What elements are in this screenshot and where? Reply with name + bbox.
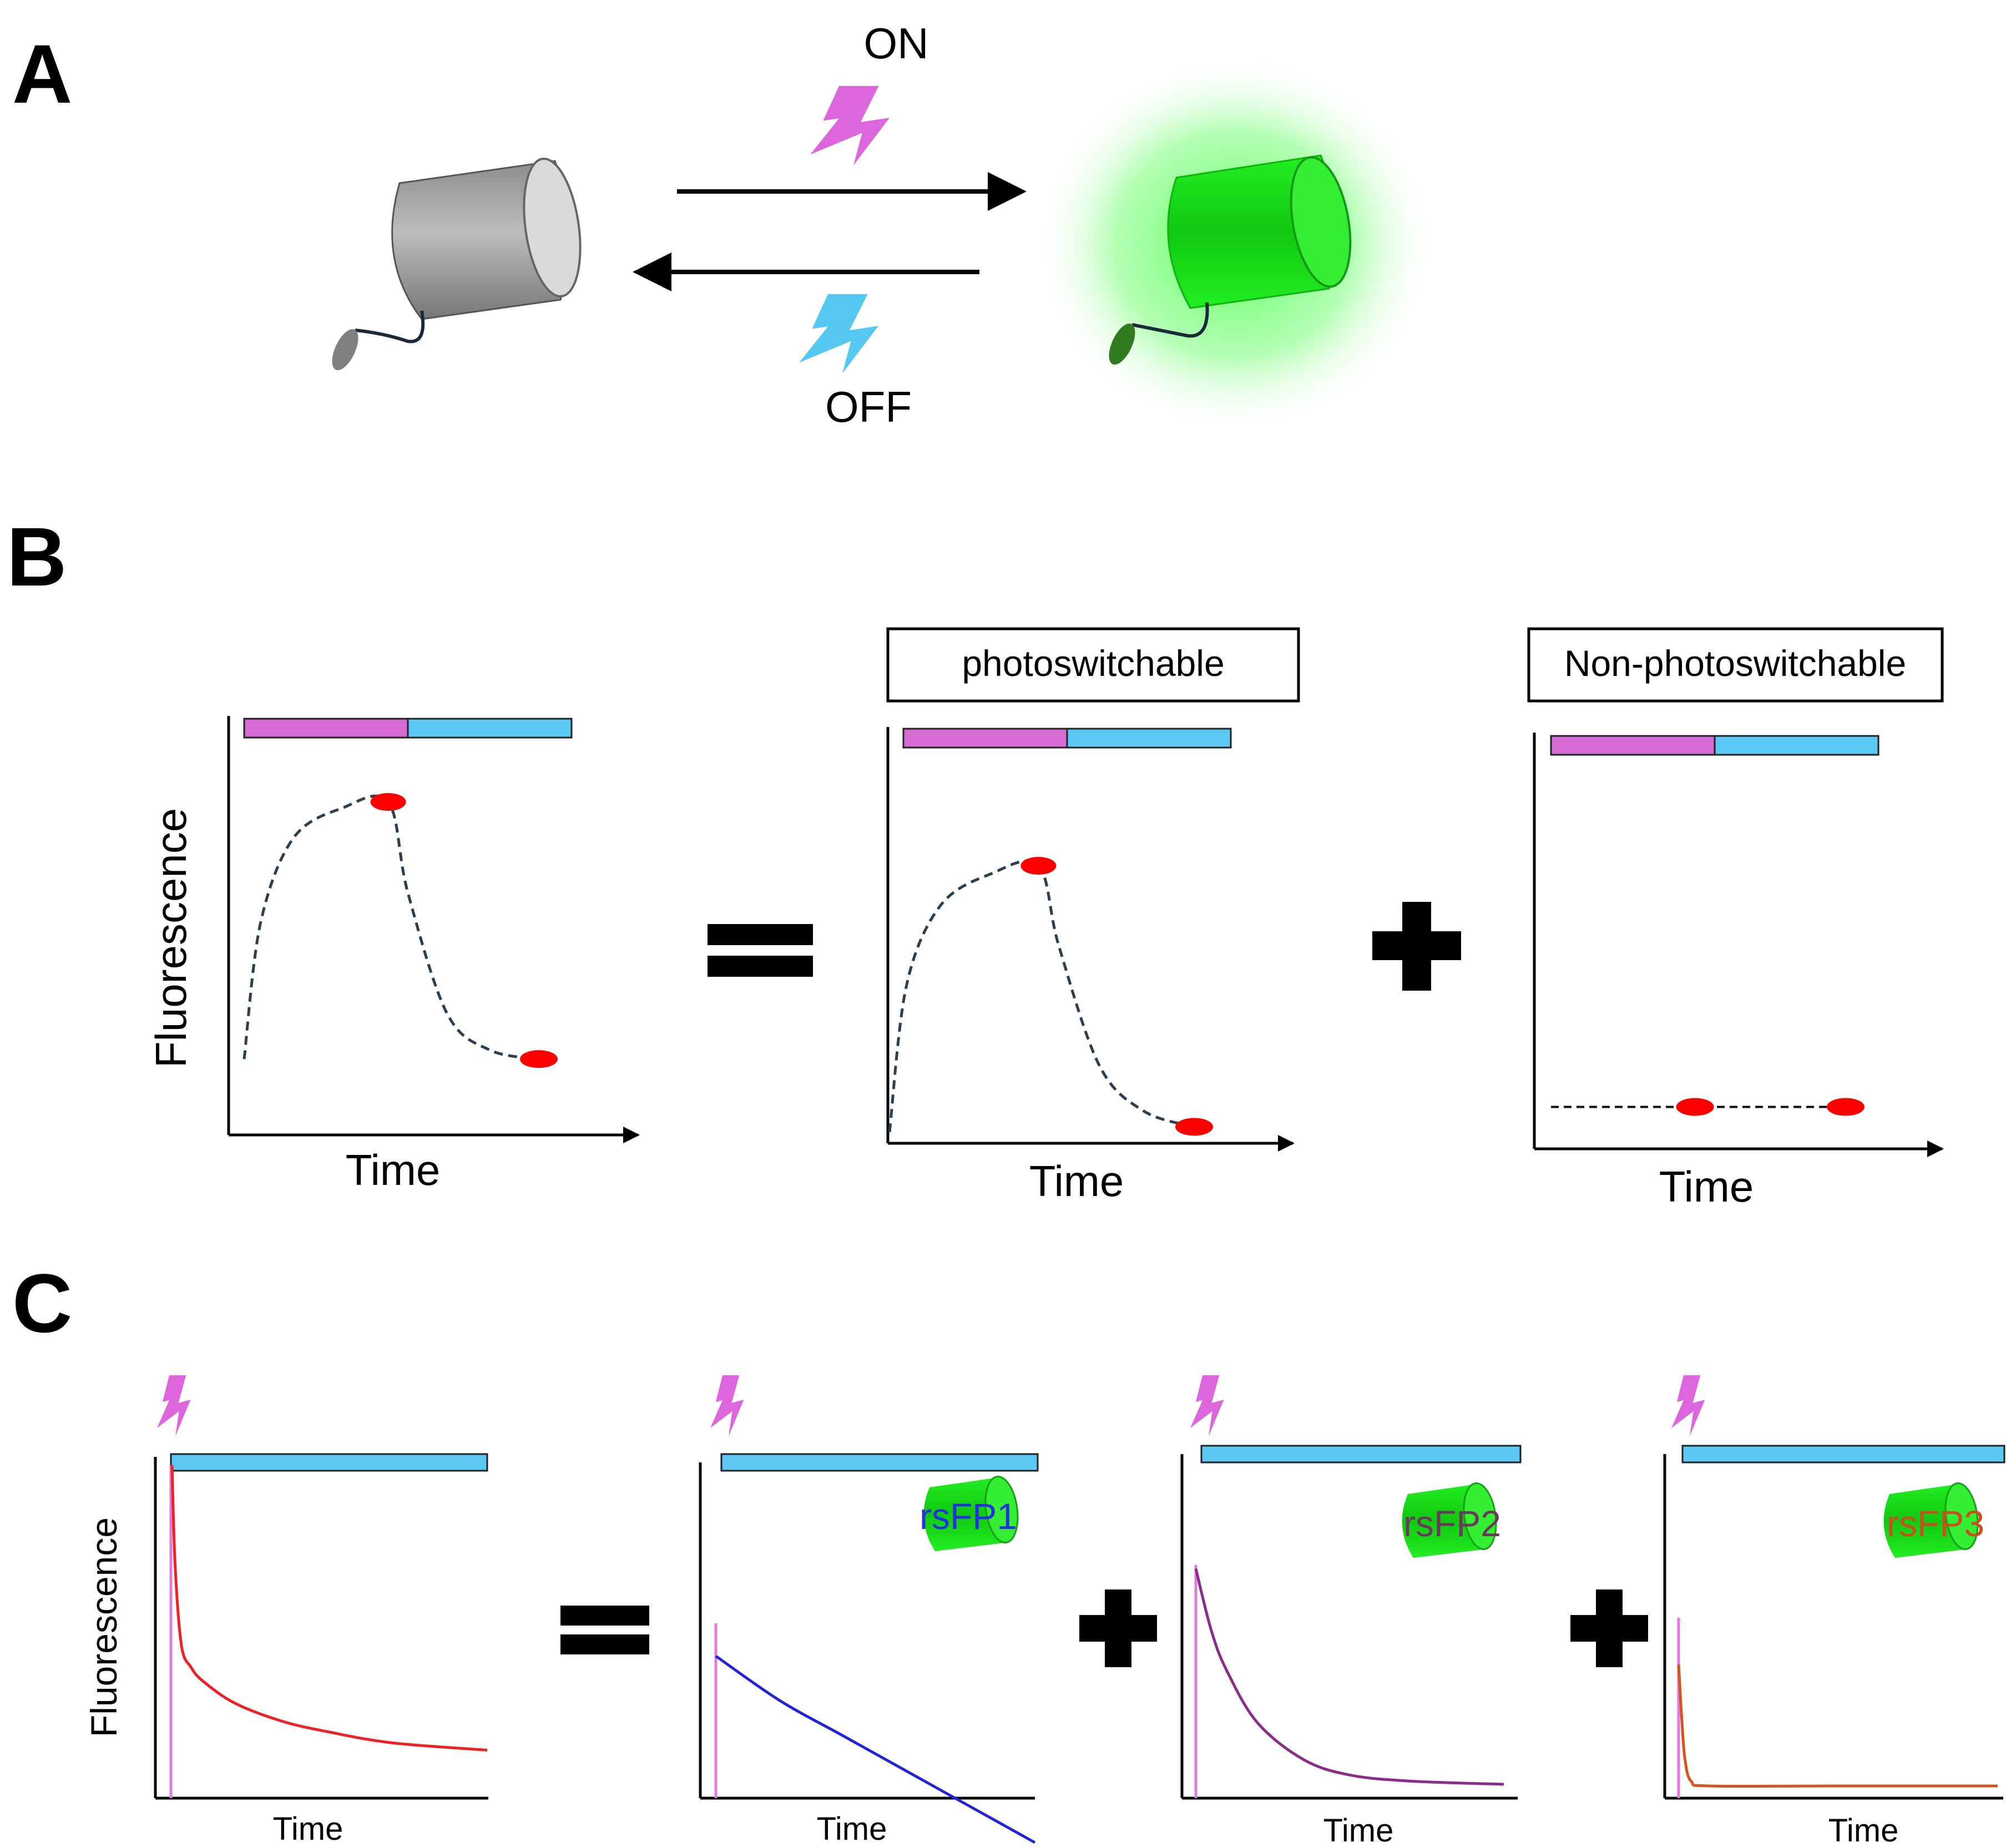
c1-xlabel: Time xyxy=(273,1811,343,1847)
c-rsfp3-plot: rsFP3 Time xyxy=(1663,1375,2005,1847)
c-plus-sign-1 xyxy=(1079,1589,1157,1667)
b1-on-bar xyxy=(243,718,409,739)
b2-xlabel: Time xyxy=(1029,1157,1124,1205)
rsfp2-label: rsFP2 xyxy=(1403,1503,1501,1544)
violet-light-icon xyxy=(810,86,890,165)
c3-light-bar xyxy=(1200,1445,1522,1464)
b-photoswitchable-plot: photoswitchable Time xyxy=(886,627,1300,1205)
b1-ylabel: Fluorescence xyxy=(146,808,195,1068)
b-plus-sign xyxy=(1372,902,1461,991)
off-label: OFF xyxy=(825,382,912,431)
on-state-protein xyxy=(1035,55,1434,433)
b3-xlabel: Time xyxy=(1659,1162,1754,1211)
rsfp3-label: rsFP3 xyxy=(1887,1503,1984,1544)
blue-light-icon xyxy=(799,294,878,374)
c4-light-bar xyxy=(1681,1445,2005,1464)
c-rsfp2-plot: rsFP2 Time xyxy=(1180,1375,1522,1847)
b2-peak-marker xyxy=(1020,857,1057,875)
c4-flash-icon xyxy=(1671,1375,1705,1436)
rsfp1-label: rsFP1 xyxy=(919,1496,1017,1537)
b2-off-bar xyxy=(1066,728,1232,749)
c3-xlabel: Time xyxy=(1323,1813,1394,1847)
nonphotoswitchable-label: Non-photoswitchable xyxy=(1564,643,1906,684)
c-sum-plot: Fluorescence Time xyxy=(83,1375,488,1847)
c4-curve xyxy=(1677,1664,1998,1788)
b1-off-bar xyxy=(407,718,573,739)
b3-off-bar xyxy=(1714,735,1879,756)
b-sum-plot: Fluorescence Time xyxy=(146,716,640,1194)
c2-xlabel: Time xyxy=(817,1811,887,1847)
b3-mid-marker xyxy=(1676,1098,1714,1116)
panel-c-letter: C xyxy=(12,1256,72,1350)
b2-end-marker xyxy=(1175,1118,1213,1136)
c2-flash-icon xyxy=(710,1375,744,1436)
c3-curve xyxy=(1194,1568,1504,1786)
panel-b-letter: B xyxy=(7,510,67,603)
b1-end-marker xyxy=(520,1050,558,1068)
c-equals-sign xyxy=(560,1606,649,1654)
b-equals-sign xyxy=(708,924,813,977)
c-plus-sign-2 xyxy=(1570,1589,1648,1667)
off-arrow xyxy=(633,253,979,291)
c1-light-bar xyxy=(170,1453,488,1472)
b2-curve xyxy=(888,859,1195,1133)
c4-xlabel: Time xyxy=(1828,1813,1899,1847)
nonphotoswitchable-box xyxy=(1527,627,1944,703)
on-arrow xyxy=(677,172,1027,211)
b-nonphotoswitchable-plot: Non-photoswitchable Time xyxy=(1527,627,1944,1211)
c2-curve xyxy=(715,1654,1036,1844)
b3-end-marker xyxy=(1827,1098,1865,1116)
c2-light-bar xyxy=(720,1453,1039,1472)
c3-flash-icon xyxy=(1190,1375,1224,1436)
b1-xlabel: Time xyxy=(346,1145,440,1194)
c1-curve xyxy=(170,1465,488,1752)
b1-curve xyxy=(242,794,539,1061)
off-state-protein xyxy=(332,158,582,371)
c-rsfp1-plot: rsFP1 Time xyxy=(699,1375,1039,1847)
c1-flash-icon xyxy=(157,1375,191,1436)
c1-ylabel: Fluorescence xyxy=(83,1517,124,1737)
b1-peak-marker xyxy=(370,793,406,811)
b3-on-bar xyxy=(1550,735,1716,756)
photoswitchable-box xyxy=(886,627,1300,703)
photoswitchable-label: photoswitchable xyxy=(962,643,1224,684)
on-label: ON xyxy=(864,19,929,68)
b2-on-bar xyxy=(902,728,1068,749)
panel-a-letter: A xyxy=(12,27,72,120)
